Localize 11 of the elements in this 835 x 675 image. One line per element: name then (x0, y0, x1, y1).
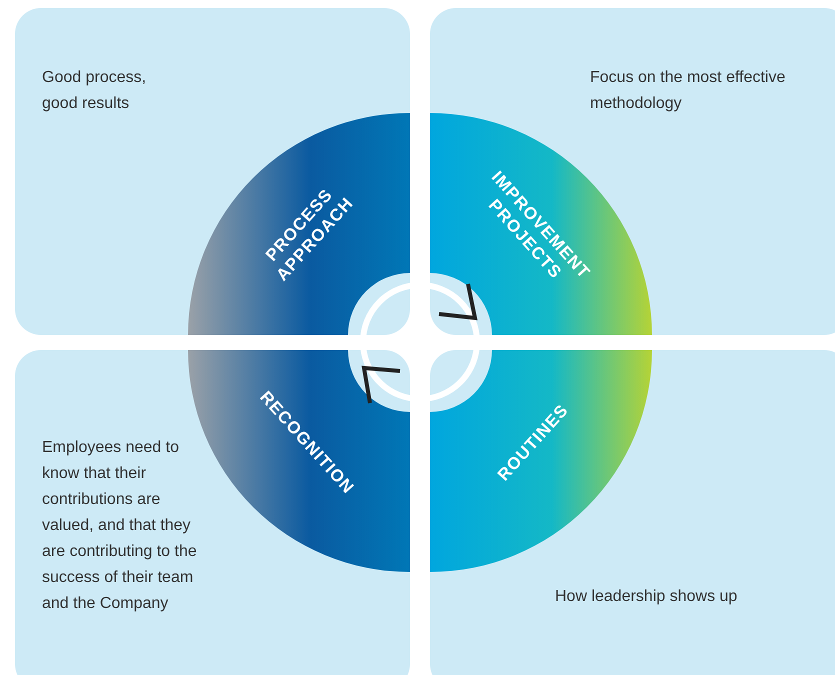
quadrant-panel (15, 8, 410, 335)
quadrant-panel (430, 8, 835, 335)
description-text: Employees need to know that their contributions are valued, and that they are contributing to the success of their team and the Company (42, 438, 198, 614)
ring-segment (430, 113, 652, 335)
quadrant-panel (430, 350, 835, 675)
description-text: Good process, good results (42, 68, 148, 114)
description-text: How leadership shows up (555, 587, 738, 607)
ring-segment (188, 113, 410, 335)
description-text: Focus on the most effective methodology (590, 68, 786, 114)
quadrant-panel (15, 350, 410, 675)
ring-segment (430, 350, 652, 572)
